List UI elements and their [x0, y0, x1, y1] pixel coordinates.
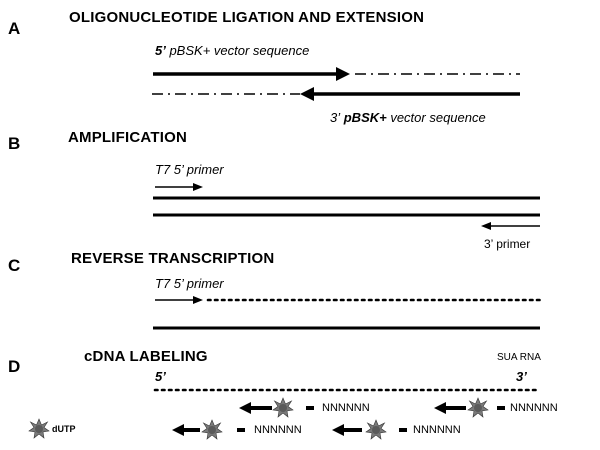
c-t7-primer-label: T7 5’ primer — [155, 276, 224, 291]
b-3prime-primer-label: 3’ primer — [484, 237, 531, 251]
b-t7-primer-arrowhead — [193, 183, 203, 191]
panel-d-letter: D — [8, 357, 21, 376]
d-cdna-fragment — [434, 397, 505, 418]
panel-c-letter: C — [8, 256, 21, 275]
dutp-star-icon — [201, 419, 223, 440]
panel-a-letter: A — [8, 19, 21, 38]
dutp-star-icon — [272, 397, 294, 418]
panel-d-heading: cDNA LABELING — [84, 348, 208, 365]
b-t7-primer-label: T7 5’ primer — [155, 162, 224, 177]
d-cdna-fragment — [172, 419, 245, 440]
d-random-primer-label: NNNNNN — [254, 424, 302, 436]
panel-b-letter: B — [8, 134, 21, 153]
b-3prime-primer-arrowhead — [481, 222, 491, 230]
panel-d-graphics — [28, 388, 542, 440]
a-bottom-arrowhead — [300, 87, 314, 101]
panel-a-heading: OLIGONUCLEOTIDE LIGATION AND EXTENSION — [69, 9, 425, 26]
d-sua-rna-label: SUA RNA — [497, 352, 541, 363]
a-bottom-label-text: vector sequence — [386, 110, 486, 125]
dutp-legend-label: dUTP — [52, 424, 76, 434]
a-bottom-3prime: 3’ — [330, 110, 341, 125]
dutp-legend-star-icon — [28, 418, 50, 439]
a-top-strand-label: 5’ pBSK+ vector sequence — [155, 44, 309, 57]
d-random-primer-label: NNNNNN — [413, 424, 461, 436]
d-5prime-end-label: 5’ — [155, 369, 166, 384]
dutp-star-icon — [365, 419, 387, 440]
d-3prime-end-label: 3’ — [516, 369, 527, 384]
d-cdna-fragment — [332, 419, 407, 440]
a-bottom-strand-label: 3’ pBSK+ vector sequence — [330, 111, 486, 124]
a-top-5prime: 5’ — [155, 43, 166, 58]
dutp-star-icon — [467, 397, 489, 418]
panel-b-heading: AMPLIFICATION — [68, 129, 187, 146]
panel-a-strands — [152, 67, 520, 101]
d-random-primer-label: NNNNNN — [322, 402, 370, 414]
panel-c-strands — [153, 296, 542, 330]
d-random-primer-label: NNNNNN — [510, 402, 558, 414]
a-bottom-pbsk: pBSK+ — [340, 110, 387, 125]
a-top-arrowhead — [336, 67, 350, 81]
panel-b-strands — [153, 183, 540, 230]
panel-c-heading: REVERSE TRANSCRIPTION — [71, 250, 275, 267]
c-t7-primer-arrowhead — [193, 296, 203, 304]
a-top-label-text: pBSK+ vector sequence — [165, 43, 310, 58]
d-cdna-fragment — [239, 397, 314, 418]
